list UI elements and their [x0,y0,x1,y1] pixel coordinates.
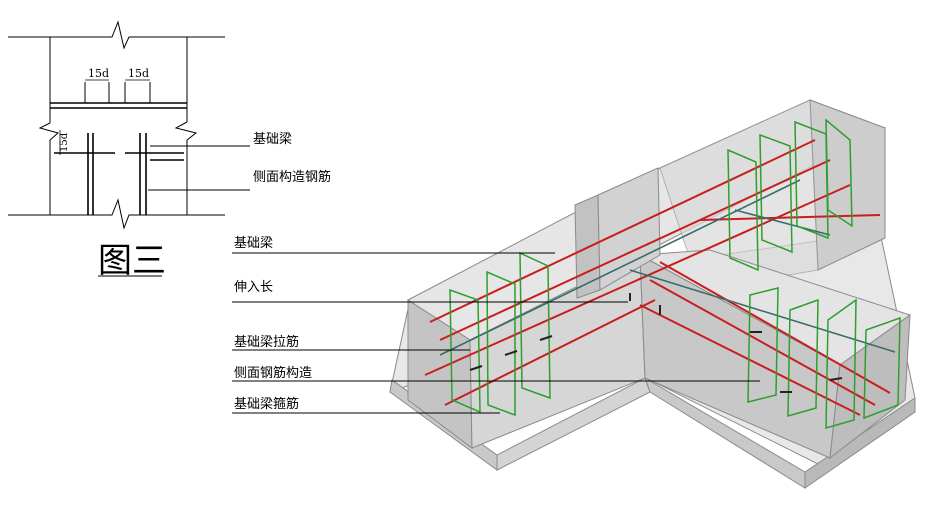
tie-rebar-far [734,209,831,236]
stirrup-11 [863,316,901,420]
plan-break-bottom [8,198,225,230]
stirrup-3 [519,251,551,400]
iso-leaders [232,252,760,414]
plan-label-beam: 基础梁 [253,132,292,147]
tie-mark-3 [539,335,553,341]
tie-mark-6 [829,377,843,381]
stirrups-cross [747,287,901,429]
plan-break-top [8,20,225,50]
stirrup-7 [825,118,853,228]
main-rebar-3 [424,184,851,376]
plan-detail [8,20,250,277]
main-beam-back-side [659,99,819,291]
stirrup-10 [825,298,857,429]
stirrup-4 [727,148,759,272]
cross-rebar-3 [639,304,861,416]
plan-dim-top-right: 15d [128,67,149,80]
iso-label-beam: 基础梁 [234,236,273,251]
main-rebar-1 [429,139,816,323]
main-rebar-2 [439,159,831,341]
plan-hbeam-break-left [38,122,60,141]
stirrup-8 [747,287,779,403]
plan-caption: 图三 [98,241,166,281]
stirrup-9 [787,298,819,417]
stirrup-2 [486,270,516,417]
cross-rebar-2 [649,279,876,406]
tie-marks [469,293,843,393]
isometric-model [232,99,916,489]
footing-slab-side [804,397,916,489]
plan-label-side-rebar: 侧面构造钢筋 [253,169,331,185]
cross-rebar-1 [659,261,891,394]
side-construct-rebars [439,179,896,356]
stirrup-6 [794,120,829,240]
iso-label-extend: 伸入长 [234,280,273,295]
stirrup-5 [759,133,793,254]
plan-dim-side: 15d [59,132,70,152]
iso-label-tie: 基础梁拉筋 [234,334,299,350]
iso-label-stirrup: 基础梁箍筋 [234,396,299,412]
tie-mark-1 [469,365,483,371]
stirrups-main [449,118,853,417]
iso-label-side-construct: 侧面钢筋构造 [234,365,312,381]
stirrup-1 [449,288,481,414]
tie-mark-2 [504,350,518,356]
side-rebar-1 [439,179,801,356]
plan-dim-top-left: 15d [88,67,109,80]
plan-hbeam-break-right [174,121,198,141]
side-rebar-2 [629,269,896,353]
